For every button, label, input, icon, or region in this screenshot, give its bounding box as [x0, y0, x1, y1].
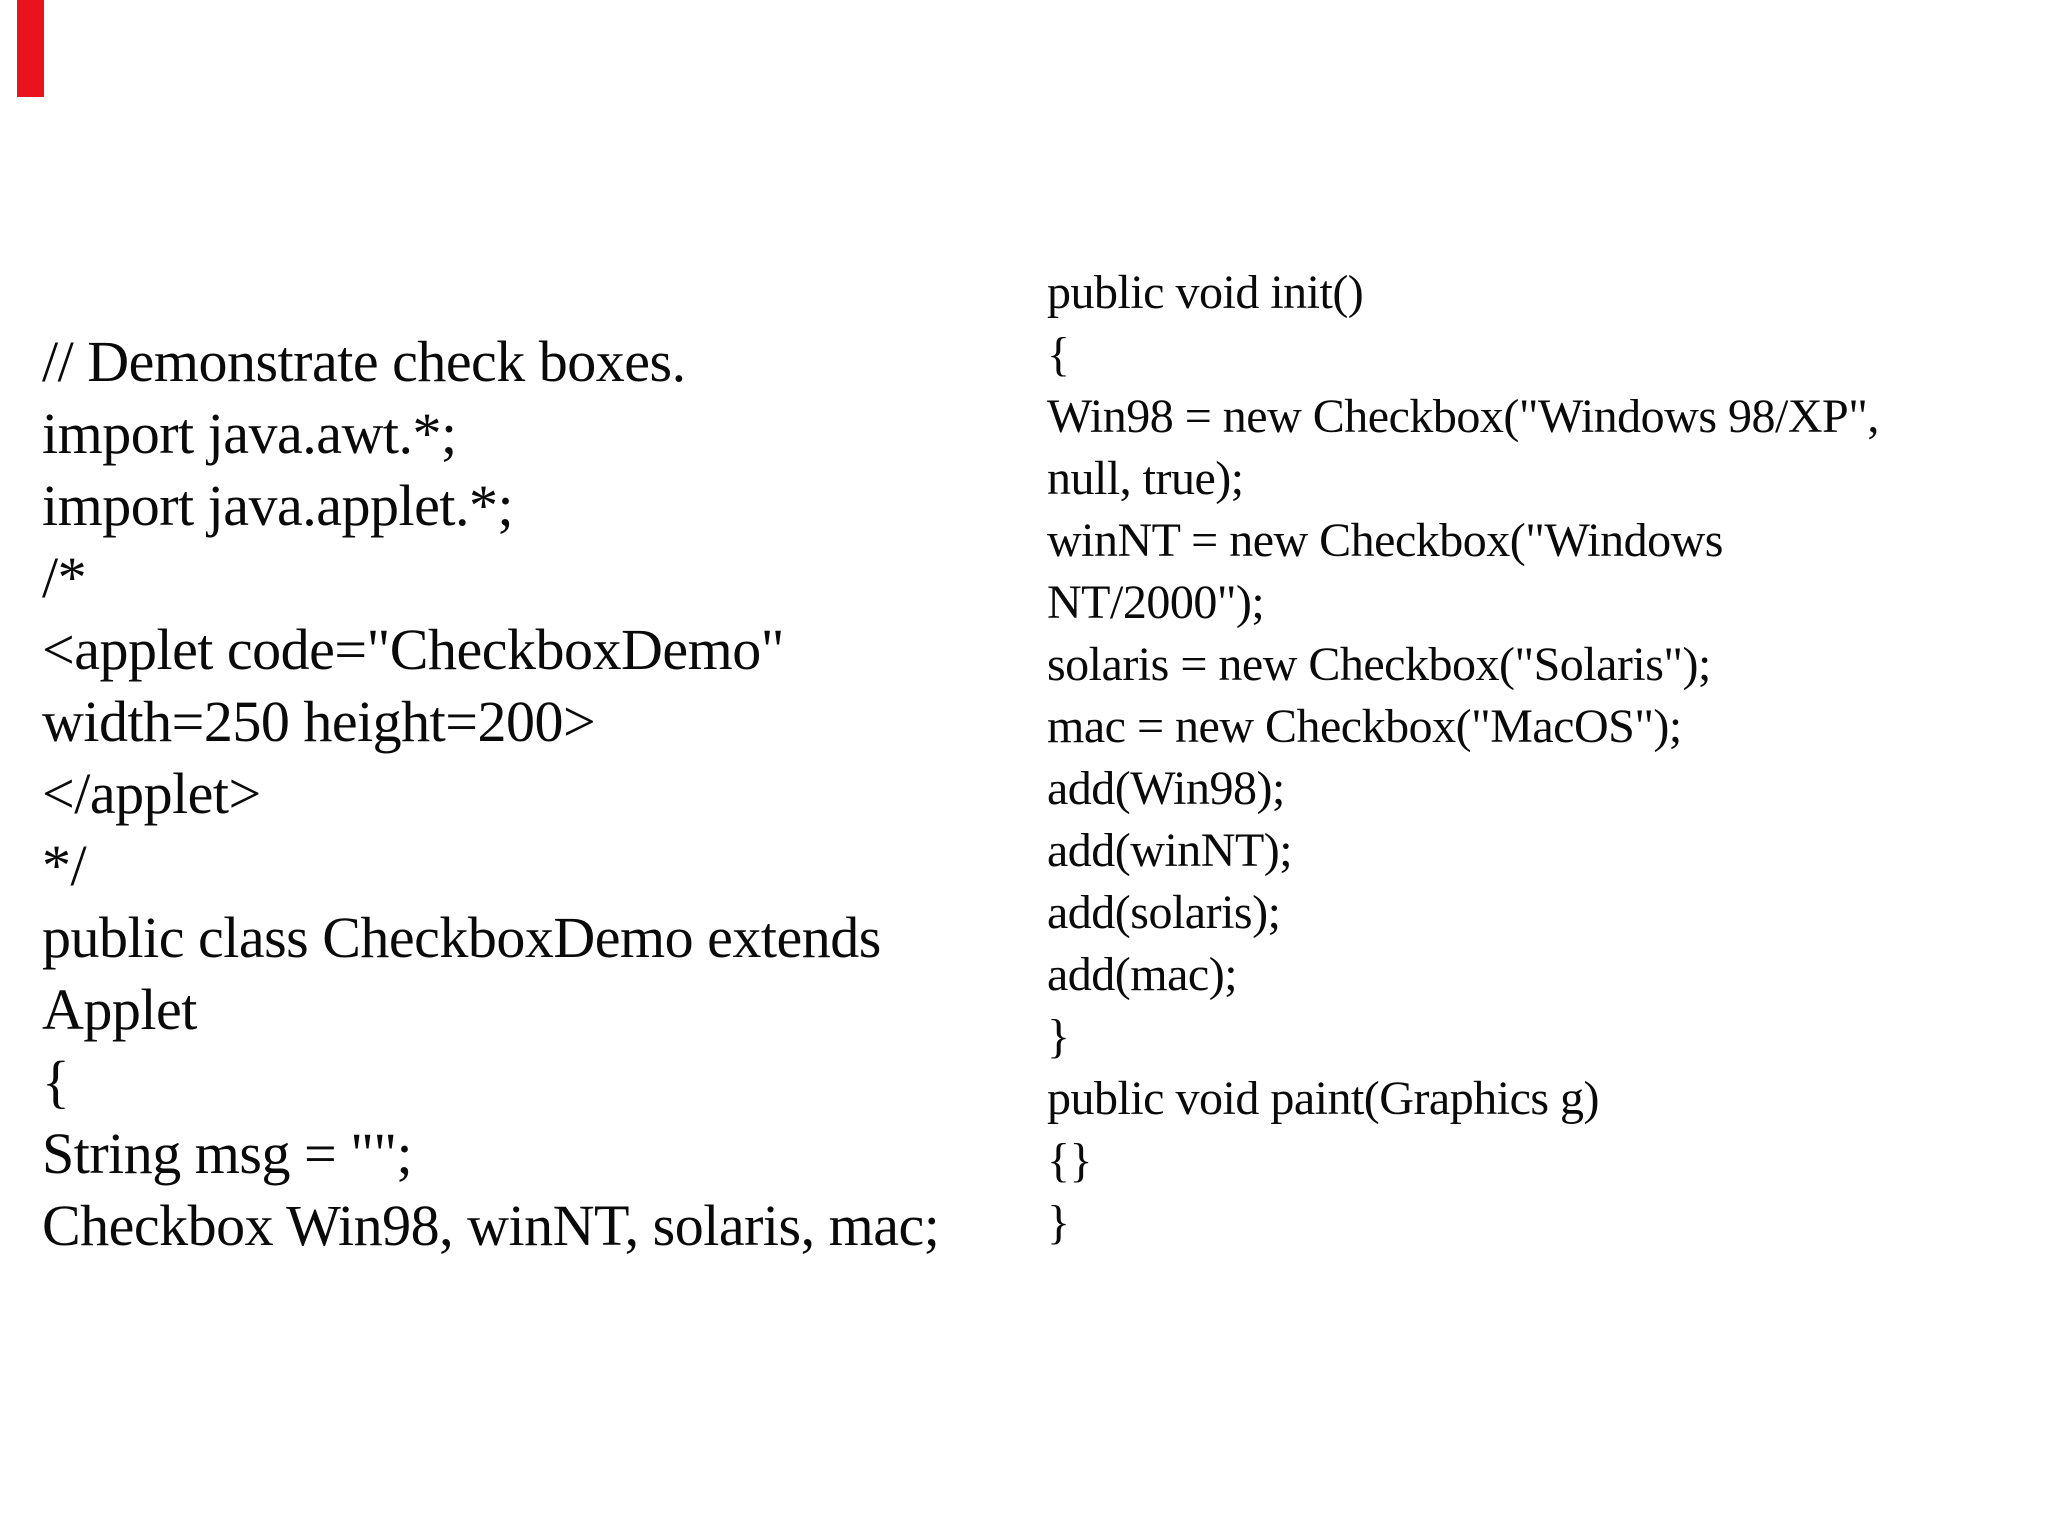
code-line: import java.awt.*; [42, 401, 457, 466]
code-line: null, true); [1047, 452, 1244, 505]
code-line: {} [1047, 1134, 1093, 1187]
code-line: Applet [42, 977, 197, 1042]
code-line: mac = new Checkbox("MacOS"); [1047, 700, 1682, 753]
code-line: Win98 = new Checkbox("Windows 98/XP", [1047, 390, 1879, 443]
code-line: solaris = new Checkbox("Solaris"); [1047, 638, 1711, 691]
code-line: winNT = new Checkbox("Windows [1047, 514, 1723, 567]
code-line: add(solaris); [1047, 886, 1281, 939]
code-line: public class CheckboxDemo extends [42, 905, 881, 970]
code-line: */ [42, 833, 87, 898]
code-line: // Demonstrate check boxes. [42, 329, 686, 394]
code-line: add(winNT); [1047, 824, 1293, 877]
code-line: String msg = ""; [42, 1121, 413, 1186]
code-line: Checkbox Win98, winNT, solaris, mac; [42, 1193, 940, 1258]
code-column-left: // Demonstrate check boxes. import java.a… [42, 326, 1032, 1262]
code-column-right: public void init() { Win98 = new Checkbox(… [1047, 262, 2037, 1254]
code-line: { [42, 1049, 70, 1114]
code-line: width=250 height=200> [42, 689, 596, 754]
code-line: import java.applet.*; [42, 473, 514, 538]
code-line: add(mac); [1047, 948, 1238, 1001]
code-line: </applet> [42, 761, 261, 826]
code-line: public void paint(Graphics g) [1047, 1072, 1600, 1125]
code-line: /* [42, 545, 87, 610]
code-line: NT/2000"); [1047, 576, 1265, 629]
code-line: { [1047, 328, 1070, 381]
code-line: } [1047, 1010, 1070, 1063]
code-line: add(Win98); [1047, 762, 1285, 815]
code-line: <applet code="CheckboxDemo" [42, 617, 784, 682]
red-accent-bar [17, 0, 44, 97]
code-line: } [1047, 1196, 1070, 1249]
code-line: public void init() [1047, 266, 1364, 319]
